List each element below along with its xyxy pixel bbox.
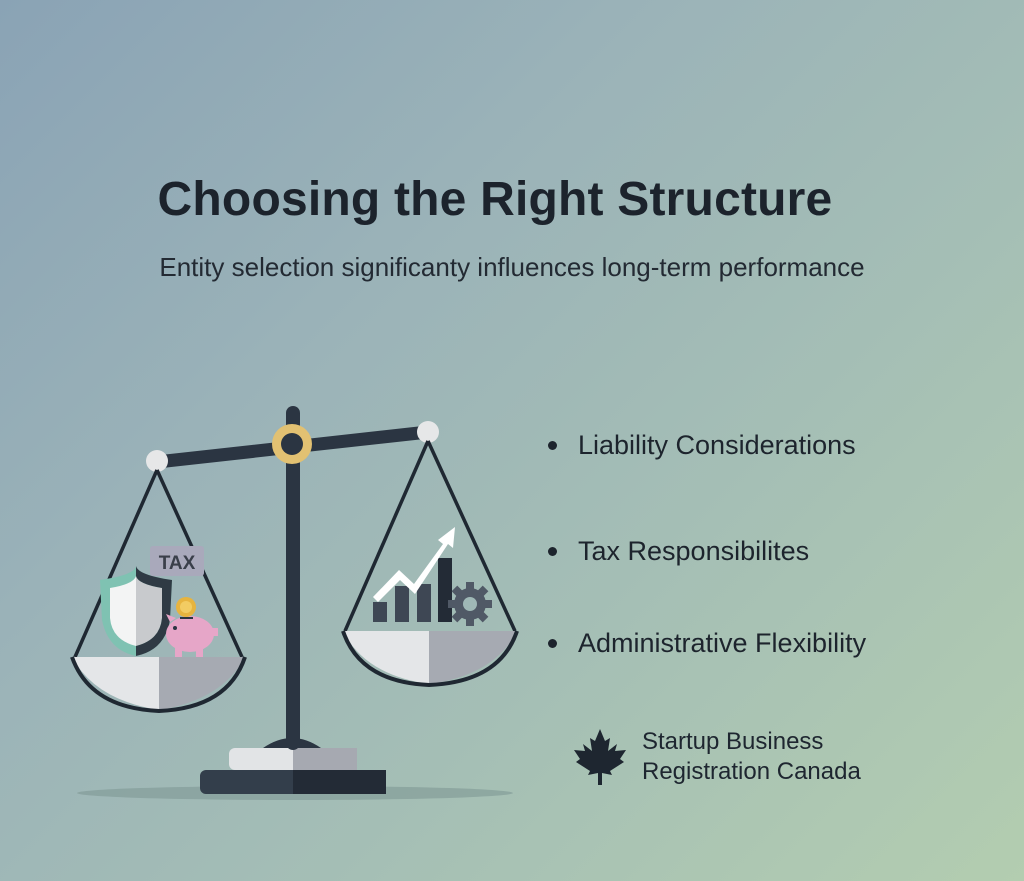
- page-title: Choosing the Right Structure: [157, 173, 833, 226]
- brand-logo: Startup Business Registration Canada: [572, 727, 861, 787]
- brand-line-2: Registration Canada: [642, 758, 861, 785]
- page-subtitle: Entity selection significanty influences…: [159, 252, 865, 282]
- shield-icon: [100, 566, 172, 656]
- right-pan: [341, 630, 519, 688]
- coin-icon: [176, 597, 196, 619]
- piggy-bank-icon: [166, 614, 218, 657]
- list-item-liability: Liability Considerations: [548, 425, 856, 465]
- tax-tag: TAX: [150, 546, 204, 576]
- left-pan-items: TAX: [100, 546, 218, 657]
- left-pan: [70, 656, 247, 714]
- pivot-icon: [272, 424, 312, 464]
- tax-label: TAX: [159, 553, 196, 574]
- gear-icon: [448, 582, 492, 626]
- beam-knob-left: [146, 450, 168, 472]
- list-item-admin: Administrative Flexibility: [548, 623, 866, 663]
- beam-knob-right: [417, 421, 439, 443]
- trend-arrow-icon: [373, 527, 455, 602]
- brand-line-1: Startup Business: [642, 728, 824, 755]
- bar-chart-icon: [373, 558, 452, 622]
- maple-leaf-icon: [574, 729, 626, 785]
- scale-pole: [286, 406, 300, 750]
- scale-base: [200, 738, 386, 794]
- right-pan-items: [373, 527, 492, 626]
- list-item-tax: Tax Responsibilites: [548, 531, 809, 571]
